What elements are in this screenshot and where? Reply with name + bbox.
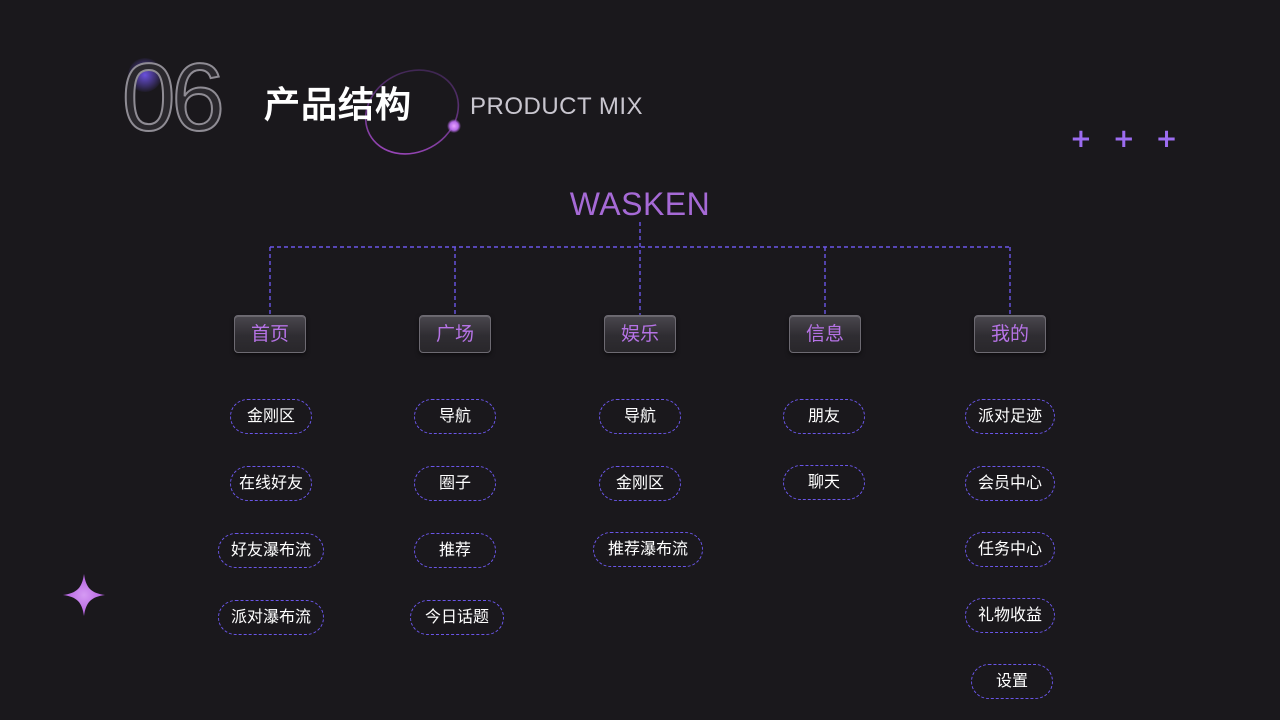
leaf-node: 朋友 [783,399,865,434]
plus-icons-decoration: + + + [1070,124,1184,154]
leaf-node: 聊天 [783,465,865,500]
category-node-home: 首页 [234,315,306,353]
leaf-node: 在线好友 [230,466,312,501]
leaf-node: 推荐 [414,533,496,568]
leaf-node: 推荐瀑布流 [593,532,703,567]
category-node-square: 广场 [419,315,491,353]
leaf-node: 会员中心 [965,466,1055,501]
section-number: 06 [121,44,226,151]
leaf-node: 导航 [414,399,496,434]
leaf-node: 礼物收益 [965,598,1055,633]
number-glow-decoration [128,58,162,92]
leaf-node: 任务中心 [965,532,1055,567]
leaf-node: 派对瀑布流 [218,600,324,635]
leaf-node: 圈子 [414,466,496,501]
root-node-wasken: WASKEN [569,186,711,222]
page-subtitle: PRODUCT MIX [470,93,644,120]
leaf-node: 金刚区 [230,399,312,434]
leaf-node: 金刚区 [599,466,681,501]
category-node-entertainment: 娱乐 [604,315,676,353]
leaf-node: 好友瀑布流 [218,533,324,568]
sparkle-icon [63,574,105,616]
leaf-node: 派对足迹 [965,399,1055,434]
page-title: 产品结构 [264,85,413,126]
leaf-node: 导航 [599,399,681,434]
category-node-mine: 我的 [974,315,1046,353]
leaf-node: 设置 [971,664,1053,699]
category-node-messages: 信息 [789,315,861,353]
leaf-node: 今日话题 [410,600,504,635]
